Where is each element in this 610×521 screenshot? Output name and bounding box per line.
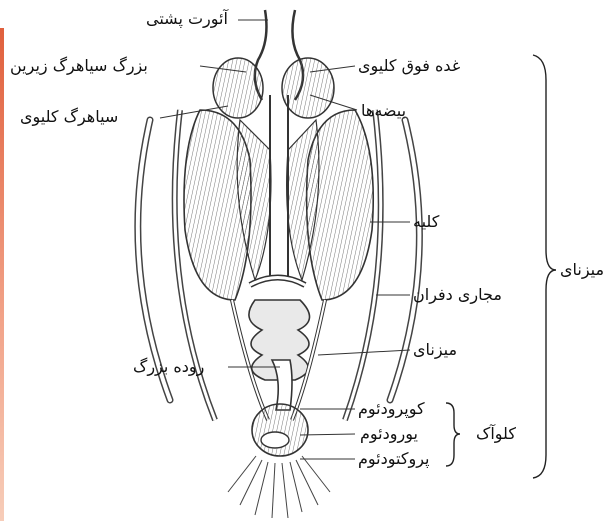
label-adrenal-gland: غده فوق کلیوی bbox=[358, 56, 460, 76]
label-urodeum: یورودئوم bbox=[360, 424, 418, 444]
label-cloaca: کلوآک bbox=[476, 424, 516, 444]
right-testis bbox=[282, 58, 334, 118]
cloaca-opening bbox=[261, 432, 289, 448]
label-dorsal-aorta: آئورت پشتی bbox=[146, 9, 228, 29]
label-coprodeum: کوپرودئوم bbox=[358, 399, 425, 419]
label-renal-vein: سیاهرگ کلیوی bbox=[20, 107, 118, 127]
label-proctodeum: پروکتودئوم bbox=[358, 449, 429, 469]
tail-fringe bbox=[228, 456, 330, 518]
label-ureter: میزنای bbox=[413, 340, 457, 360]
left-testis bbox=[213, 58, 263, 118]
label-ureter-group: میزنای bbox=[560, 260, 604, 280]
ureter-brace bbox=[533, 55, 556, 478]
label-kidney: کلیه bbox=[413, 212, 439, 232]
label-testes: بیضه‌ها bbox=[361, 101, 406, 121]
label-vas-deferens: مجاری دفران bbox=[413, 285, 502, 305]
cloaca-brace bbox=[446, 403, 460, 466]
label-large-intestine: روده بزرگ bbox=[133, 357, 204, 377]
vena-cava bbox=[270, 95, 288, 280]
label-posterior-vena-cava: بزرگ سیاهرگ زیرین bbox=[10, 56, 148, 76]
